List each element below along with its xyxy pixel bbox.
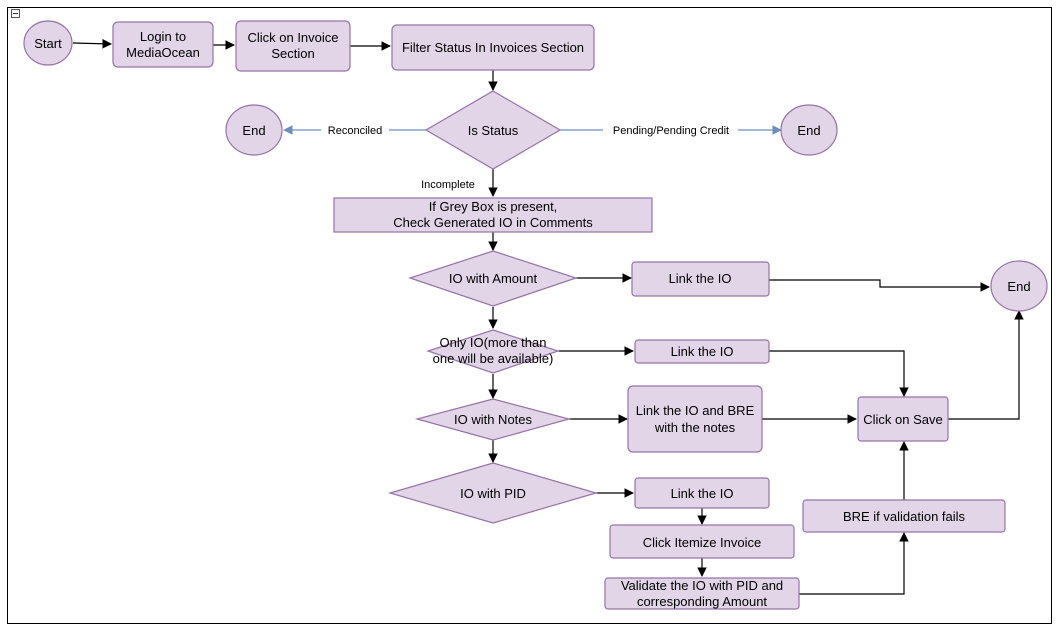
node-start[interactable]: Start bbox=[23, 20, 73, 66]
collapse-toggle-icon[interactable] bbox=[11, 9, 20, 18]
start-label: Start bbox=[34, 36, 62, 51]
node-end-left[interactable]: End bbox=[225, 104, 283, 156]
io-notes-label: IO with Notes bbox=[454, 412, 533, 427]
pending-label-bg bbox=[603, 122, 738, 137]
io-amount-label: IO with Amount bbox=[449, 271, 538, 286]
node-io-amount[interactable]: IO with Amount bbox=[408, 250, 578, 307]
node-io-pid[interactable]: IO with PID bbox=[387, 462, 599, 524]
reconciled-label-bg bbox=[321, 122, 389, 137]
node-grey-box[interactable]: If Grey Box is present, Check Generated … bbox=[333, 197, 653, 233]
only-io-label-line1: Only IO(more than bbox=[440, 335, 547, 350]
reconciled-label: Reconciled bbox=[328, 125, 382, 137]
node-link-io-2[interactable]: Link the IO bbox=[634, 339, 770, 364]
invoice-label-line2: Section bbox=[271, 46, 314, 61]
invoice-label-line1: Click on Invoice bbox=[247, 30, 338, 45]
node-link-io-bre[interactable]: Link the IO and BRE with the notes bbox=[627, 385, 763, 453]
node-validate-io[interactable]: Validate the IO with PID and correspondi… bbox=[604, 577, 800, 610]
node-login[interactable]: Login to MediaOcean bbox=[112, 21, 214, 68]
bre-fails-label: BRE if validation fails bbox=[843, 509, 966, 524]
itemize-label: Click Itemize Invoice bbox=[643, 535, 761, 550]
edges bbox=[72, 38, 1024, 595]
incomplete-label: Incomplete bbox=[421, 179, 475, 191]
node-only-io[interactable]: Only IO(more than one will be available) bbox=[426, 329, 560, 374]
login-label-line2: MediaOcean bbox=[126, 45, 200, 60]
node-end-main[interactable]: End bbox=[990, 260, 1048, 312]
link-bre-label-line2: with the notes bbox=[654, 420, 736, 435]
node-invoice-section[interactable]: Click on Invoice Section bbox=[235, 20, 351, 72]
end-right-label: End bbox=[797, 123, 820, 138]
end-left-label: End bbox=[242, 123, 265, 138]
grey-box-label-line1: If Grey Box is present, bbox=[429, 199, 558, 214]
edge-validate-bre bbox=[799, 532, 909, 595]
node-click-save[interactable]: Click on Save bbox=[857, 396, 949, 442]
node-is-status[interactable]: Is Status bbox=[424, 90, 562, 170]
validate-label-line1: Validate the IO with PID and bbox=[621, 578, 783, 593]
edge-link1-end bbox=[769, 279, 990, 292]
io-pid-label: IO with PID bbox=[460, 486, 526, 501]
grey-box-label-line2: Check Generated IO in Comments bbox=[393, 215, 593, 230]
end-main-label: End bbox=[1007, 279, 1030, 294]
edge-link2-save bbox=[769, 350, 909, 397]
login-label-line1: Login to bbox=[140, 29, 186, 44]
pending-label: Pending/Pending Credit bbox=[613, 125, 729, 137]
edge-labels: Reconciled Pending/Pending Credit Incomp… bbox=[321, 122, 738, 191]
edge-start-login bbox=[72, 38, 112, 49]
link-bre-label-line1: Link the IO and BRE bbox=[636, 403, 755, 418]
node-itemize-invoice[interactable]: Click Itemize Invoice bbox=[609, 524, 795, 559]
node-bre-fails[interactable]: BRE if validation fails bbox=[802, 499, 1006, 533]
only-io-label-line2: one will be available) bbox=[433, 351, 554, 366]
edge-save-end bbox=[948, 310, 1024, 420]
validate-label-line2: corresponding Amount bbox=[637, 594, 767, 609]
link-io-1-label: Link the IO bbox=[669, 271, 732, 286]
is-status-label: Is Status bbox=[468, 123, 519, 138]
link-io-2-label: Link the IO bbox=[671, 344, 734, 359]
node-filter-status[interactable]: Filter Status In Invoices Section bbox=[391, 24, 595, 71]
node-end-right[interactable]: End bbox=[780, 104, 838, 156]
node-link-io-1[interactable]: Link the IO bbox=[631, 261, 770, 297]
node-link-io-3[interactable]: Link the IO bbox=[634, 477, 770, 509]
node-io-notes[interactable]: IO with Notes bbox=[414, 398, 572, 441]
click-save-label: Click on Save bbox=[863, 412, 942, 427]
link-io-3-label: Link the IO bbox=[671, 486, 734, 501]
filter-status-label: Filter Status In Invoices Section bbox=[402, 40, 584, 55]
